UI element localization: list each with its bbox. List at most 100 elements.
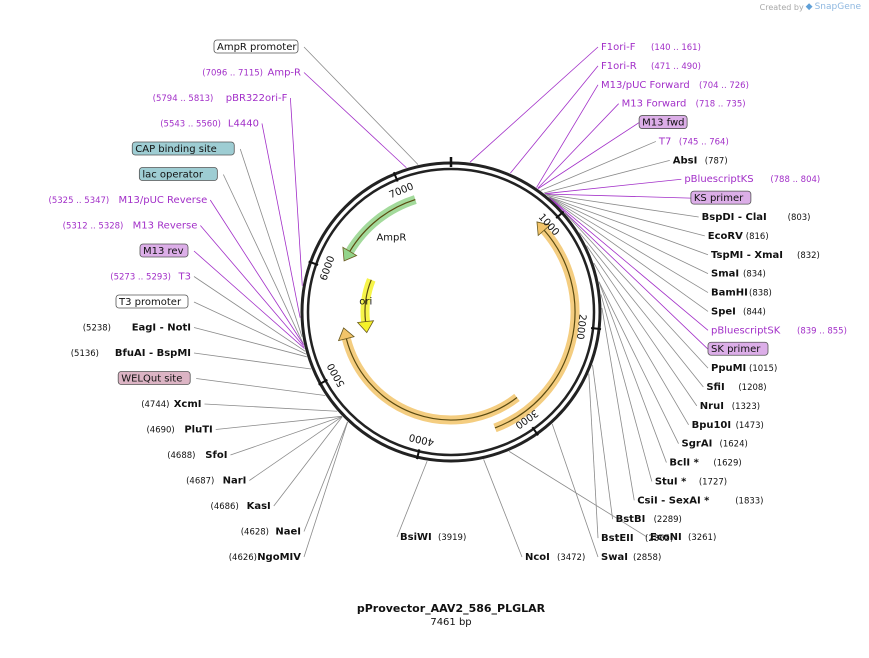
site-label[interactable]: F1ori-F(140 .. 161)	[601, 42, 701, 53]
site-label[interactable]: CsiI - SexAI *(1833)	[637, 495, 763, 506]
leader-line	[193, 276, 306, 352]
label-text: M13/pUC Forward	[601, 80, 690, 91]
site-label[interactable]: AbsI(787)	[673, 155, 728, 166]
label-coord: (4686)	[211, 502, 239, 512]
site-label[interactable]: pBluescriptKS(788 .. 804)	[684, 174, 820, 185]
site-label[interactable]: SfoI(4688)	[167, 450, 227, 461]
site-label[interactable]: M13 Forward(718 .. 735)	[622, 99, 746, 110]
site-label[interactable]: NgoMIV(4626)	[229, 552, 302, 563]
site-label[interactable]: T7(745 .. 764)	[658, 136, 729, 147]
site-label[interactable]: pBR322ori-F(5794 .. 5813)	[153, 93, 288, 104]
leader-line	[289, 97, 303, 286]
label-text: M13 Reverse	[133, 221, 198, 232]
site-label[interactable]: Amp-R(7096 .. 7115)	[202, 68, 301, 79]
label-text: SgrAI	[682, 439, 713, 450]
leader-line	[508, 451, 648, 538]
site-label[interactable]: BspDI - ClaI(803)	[702, 212, 811, 223]
site-label[interactable]: BamHI(838)	[711, 288, 772, 299]
site-label[interactable]: SgrAI(1624)	[682, 439, 748, 450]
site-label[interactable]: F1ori-R(471 .. 490)	[601, 61, 701, 72]
site-label[interactable]: M13 rev	[139, 243, 189, 258]
label-text: NarI	[223, 476, 247, 487]
site-label[interactable]: WELQut site	[117, 371, 191, 385]
site-label[interactable]: T3(5273 .. 5293)	[110, 272, 191, 283]
label-text: BamHI	[711, 288, 748, 299]
site-label[interactable]: NcoI(3472)	[525, 552, 585, 563]
site-labels: F1ori-F(140 .. 161) F1ori-R(471 .. 490) M1…	[49, 39, 847, 563]
label-box	[690, 190, 752, 205]
site-label[interactable]: T3 promoter	[115, 294, 189, 309]
site-label[interactable]: M13/pUC Reverse(5325 .. 5347)	[49, 195, 208, 206]
site-label[interactable]: BstEII(2365)	[601, 533, 673, 544]
label-text: EcoNI	[650, 532, 682, 543]
feature-arc-core-ori	[364, 279, 372, 322]
site-label[interactable]: NaeI(4628)	[241, 527, 301, 538]
site-label[interactable]: KasI(4686)	[211, 501, 271, 512]
site-label[interactable]: Bpu10I(1473)	[692, 420, 764, 431]
label-coord: (4690)	[146, 426, 174, 436]
leader-line	[598, 282, 667, 463]
label-text: WELQut site	[121, 374, 182, 385]
feature-arc-core-big-orange	[494, 229, 576, 429]
site-label[interactable]: BclI *(1629)	[669, 458, 741, 469]
label-coord: (787)	[705, 156, 728, 166]
site-label[interactable]: pBluescriptSK(839 .. 855)	[711, 325, 847, 336]
label-text: BfuAI - BspMI	[115, 348, 191, 359]
label-text: BspDI - ClaI	[702, 212, 767, 223]
leader-line	[193, 250, 305, 349]
site-label[interactable]: AmpR promoter	[213, 39, 299, 54]
leader-line	[249, 416, 343, 481]
ring-tick	[308, 260, 319, 266]
leader-line	[193, 352, 312, 370]
plasmid-length: 7461 bp	[430, 617, 471, 628]
site-label[interactable]: TspMI - XmaI(832)	[711, 250, 820, 261]
site-label[interactable]: BfuAI - BspMI(5136)	[71, 348, 191, 359]
site-label[interactable]: PpuMI(1015)	[711, 363, 777, 374]
site-label[interactable]: SwaI(2858)	[601, 552, 661, 563]
label-text: SfoI	[205, 450, 227, 461]
label-text: lac operator	[142, 170, 203, 181]
site-label[interactable]: SpeI(844)	[711, 306, 766, 317]
label-text: NruI	[700, 401, 724, 412]
leader-line	[483, 459, 523, 558]
site-label[interactable]: EcoRV(816)	[708, 231, 769, 242]
site-label[interactable]: SfiI(1208)	[706, 382, 766, 393]
leader-line	[193, 327, 307, 358]
leader-line	[196, 378, 326, 396]
backbone-inner-ring	[306, 167, 596, 457]
leader-line	[261, 123, 301, 318]
ring-tick-label: 4000	[408, 431, 435, 447]
label-coord: (2858)	[633, 553, 661, 563]
feature-arc-core-orange-left	[345, 338, 518, 421]
site-label[interactable]: SmaI(834)	[711, 269, 766, 280]
site-label[interactable]: EagI - NotI(5238)	[83, 323, 191, 334]
label-coord: (1208)	[738, 383, 766, 393]
leader-line	[540, 141, 657, 191]
site-label[interactable]: PluTI(4690)	[146, 425, 212, 436]
leader-line	[549, 197, 709, 312]
site-label[interactable]: SK primer	[707, 341, 769, 356]
leader-line	[546, 194, 705, 237]
site-label[interactable]: M13 fwd	[638, 115, 688, 129]
feature-arrowhead-orange-left	[337, 327, 355, 342]
site-label[interactable]: M13/pUC Forward(704 .. 726)	[601, 80, 749, 91]
leader-line	[544, 178, 682, 195]
site-label[interactable]: L4440(5543 .. 5560)	[160, 119, 259, 130]
site-label[interactable]: BsiWI(3919)	[400, 532, 466, 543]
site-label[interactable]: XcmI(4744)	[141, 399, 201, 410]
site-label[interactable]: CAP binding site	[131, 141, 235, 156]
site-label[interactable]: BstBI(2289)	[616, 514, 682, 525]
label-box	[115, 294, 189, 309]
site-label[interactable]: StuI *(1727)	[655, 476, 727, 487]
leader-line	[303, 72, 407, 169]
site-label[interactable]: NarI(4687)	[186, 476, 246, 487]
feature-arc-orange-left[interactable]	[341, 337, 520, 425]
site-label[interactable]: NruI(1323)	[700, 401, 760, 412]
site-label[interactable]: KS primer	[690, 190, 752, 205]
site-label[interactable]: M13 Reverse(5312 .. 5328)	[63, 221, 198, 232]
site-label[interactable]: lac operator	[138, 167, 218, 181]
site-label[interactable]: EcoNI(3261)	[650, 532, 716, 543]
leader-line	[200, 225, 305, 348]
leader-line	[215, 415, 342, 430]
